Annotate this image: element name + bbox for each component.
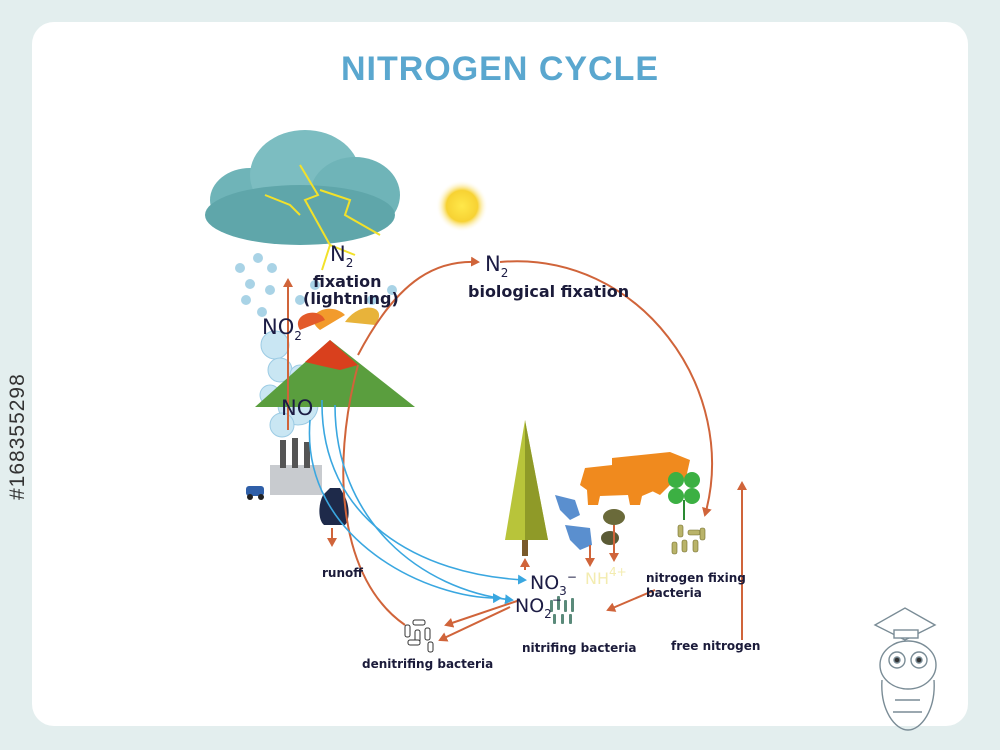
denitrifing-bacteria-label: denitrifing bacteria: [362, 657, 494, 671]
cycle-arrows: [283, 256, 747, 642]
nitrifing-bacteria-label: nitrifing bacteria: [522, 641, 637, 655]
rain-drops: [235, 253, 397, 317]
stock-id: #168355298: [6, 373, 29, 500]
nitrogen-fixing-bacteria-label: bacteria: [646, 586, 702, 600]
no3-label: NO3−: [530, 570, 577, 598]
owl-mascot-icon: [873, 607, 937, 731]
car-icon: [246, 486, 264, 500]
denitrifing-bacteria-icon: [404, 619, 434, 653]
fertilizer-bag-icon: [319, 488, 349, 525]
lightning-icon: [264, 164, 381, 271]
bacteria-icon: [671, 524, 706, 555]
clover-icon: [668, 472, 700, 520]
no2-nitrite-label: NO2−: [515, 593, 562, 621]
free-nitrogen-label: free nitrogen: [671, 639, 761, 653]
biological-fixation-label: biological fixation: [468, 282, 630, 301]
diagram-card: [32, 22, 968, 726]
lightning-label: (lightning): [303, 289, 399, 308]
runoff-label: runoff: [322, 566, 363, 580]
tree-icon: [505, 420, 548, 556]
nitrifing-bacteria-icon: [550, 596, 574, 624]
cloud-icon: [205, 130, 400, 245]
deposition-arrows: [308, 399, 527, 605]
no2-label: NO2: [262, 315, 302, 343]
organisms-icon: [555, 495, 625, 567]
nh4-label: NH4+: [585, 565, 627, 588]
no-label: NO: [281, 396, 314, 420]
nitrogen-fixing-label: nitrogen fixing: [646, 571, 746, 585]
fixation-label: fixation: [313, 272, 382, 291]
sun-icon: [436, 180, 488, 232]
volcano-icon: [255, 307, 415, 407]
n2-biological-label: N2: [485, 252, 509, 280]
factory-icon: [270, 438, 322, 495]
n2-lightning-label: N2: [330, 242, 354, 270]
page-title: NITROGEN CYCLE: [340, 50, 660, 88]
